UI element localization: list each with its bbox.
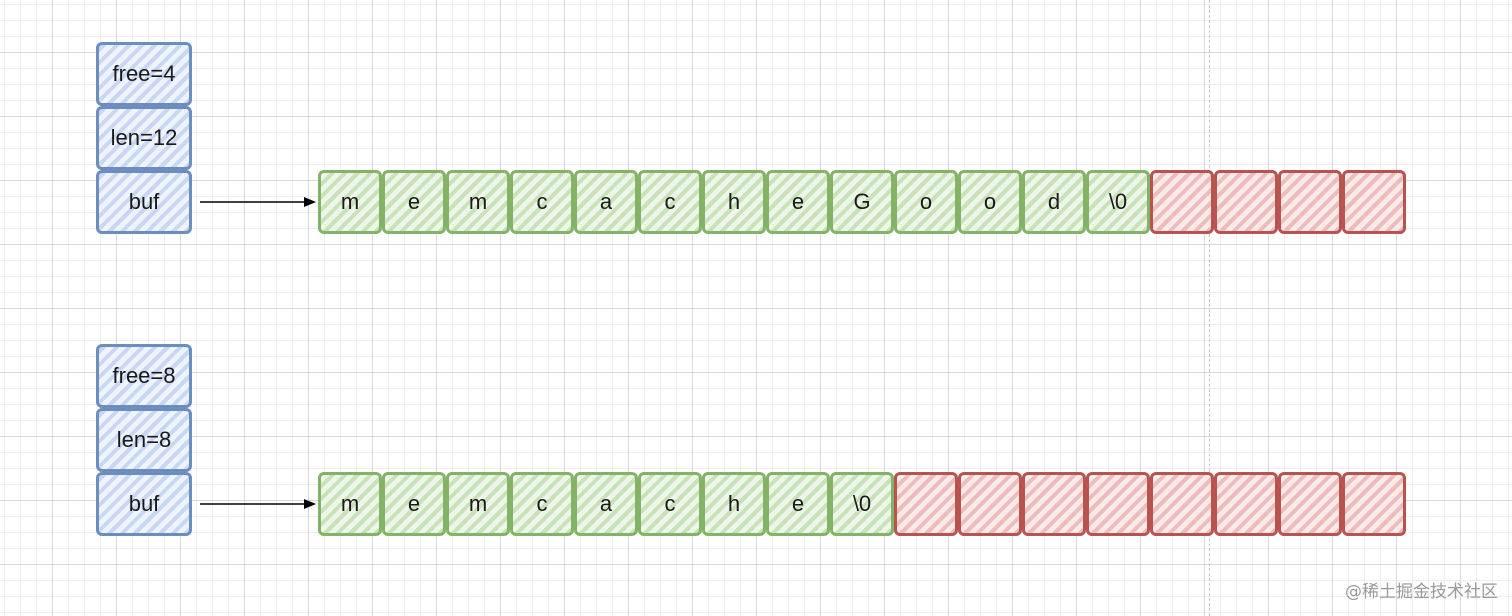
buffer-cell: m: [446, 472, 510, 536]
free-space-cell: [1278, 472, 1342, 536]
page-break-line: [1209, 0, 1210, 616]
buffer-cell: m: [318, 170, 382, 234]
buffer-cell: m: [318, 472, 382, 536]
buffer-cell: G: [830, 170, 894, 234]
free-space-cell: [894, 472, 958, 536]
buf-field: buf: [96, 170, 192, 234]
free-space-cell: [1150, 472, 1214, 536]
buf-pointer-arrow: [200, 499, 316, 509]
buffer-cell: c: [638, 170, 702, 234]
buffer-cell: e: [766, 170, 830, 234]
buffer-cell: m: [446, 170, 510, 234]
buf-pointer-arrow: [200, 197, 316, 207]
watermark-text: @稀土掘金技术社区: [1345, 582, 1498, 602]
buffer-cell: e: [382, 170, 446, 234]
free-space-cell: [1086, 472, 1150, 536]
buffer-cell: e: [382, 472, 446, 536]
buffer-cell: h: [702, 472, 766, 536]
null-terminator-cell: \0: [830, 472, 894, 536]
buffer-cell: a: [574, 472, 638, 536]
buffer-cell: o: [894, 170, 958, 234]
buf-field: buf: [96, 472, 192, 536]
buffer-cell: o: [958, 170, 1022, 234]
len-field: len=12: [96, 106, 192, 170]
free-space-cell: [1214, 170, 1278, 234]
buffer-cell: c: [510, 170, 574, 234]
free-space-cell: [1214, 472, 1278, 536]
buffer-cell: h: [702, 170, 766, 234]
free-field: free=8: [96, 344, 192, 408]
buffer-cell: c: [510, 472, 574, 536]
free-field: free=4: [96, 42, 192, 106]
free-space-cell: [1342, 170, 1406, 234]
free-space-cell: [1150, 170, 1214, 234]
null-terminator-cell: \0: [1086, 170, 1150, 234]
len-field: len=8: [96, 408, 192, 472]
buffer-cell: e: [766, 472, 830, 536]
buffer-cell: c: [638, 472, 702, 536]
free-space-cell: [1342, 472, 1406, 536]
free-space-cell: [958, 472, 1022, 536]
buffer-cell: d: [1022, 170, 1086, 234]
free-space-cell: [1022, 472, 1086, 536]
buffer-cell: a: [574, 170, 638, 234]
free-space-cell: [1278, 170, 1342, 234]
